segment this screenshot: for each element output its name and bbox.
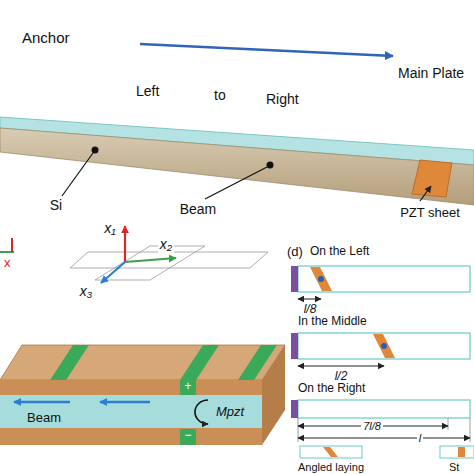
callout-dot — [267, 162, 274, 169]
coordinate-frame — [0, 226, 268, 283]
direction-arrow — [140, 44, 393, 56]
dimension-line — [298, 438, 470, 439]
anchor-block — [291, 266, 298, 292]
direction-word: Right — [264, 92, 301, 107]
core-layer — [0, 395, 262, 428]
anchor-block — [291, 400, 298, 418]
moment-arrow — [195, 400, 208, 424]
dimension-label: l — [417, 432, 423, 444]
axis-x2 — [125, 258, 176, 262]
part-name: Beam — [25, 411, 63, 425]
strain-arrow — [14, 401, 70, 404]
direction-word: Left — [134, 84, 161, 99]
electrode — [180, 429, 196, 445]
direction-word: to — [212, 88, 228, 103]
beam-section — [0, 345, 285, 445]
part-name: Si — [48, 198, 64, 213]
dimension-line — [298, 299, 321, 300]
upper-layer — [0, 380, 262, 395]
side-face — [262, 345, 285, 445]
position-title: On the Left — [308, 245, 371, 258]
axis-label: x₁ — [102, 221, 117, 236]
beam-outline — [298, 400, 470, 418]
pzt-angled — [310, 267, 332, 291]
extension-line — [448, 418, 449, 430]
leader-line — [62, 153, 93, 196]
polarity-sign: + — [182, 380, 193, 393]
leader-line — [205, 167, 267, 199]
placement-panel — [291, 266, 474, 458]
beam-3d — [0, 44, 474, 205]
panel-label: (d) — [285, 245, 305, 259]
pzt-center — [381, 343, 387, 349]
wireframe-beam — [70, 252, 268, 268]
laying-label: St — [447, 461, 461, 473]
part-name: Anchor — [20, 30, 72, 47]
polarity-sign: − — [182, 429, 193, 442]
axis-x3 — [101, 262, 125, 283]
electrode — [180, 380, 196, 395]
leader-arrow — [420, 186, 431, 201]
laying-label: Angled laying — [296, 461, 366, 473]
beam-outline — [298, 333, 470, 359]
lower-layer — [0, 428, 262, 445]
axis-stub — [11, 238, 13, 252]
electrode-stripe — [50, 345, 89, 380]
axis-label: x₂ — [158, 237, 174, 252]
pzt-center — [318, 276, 324, 282]
callout-dot — [92, 147, 99, 154]
part-name: Main Plate — [396, 66, 466, 81]
sample-beam — [300, 446, 362, 458]
top-face — [0, 345, 285, 380]
axis-label: x₃ — [78, 284, 95, 299]
strain-arrow — [100, 401, 150, 404]
beam-outline — [298, 266, 470, 292]
electrode-stripe — [180, 345, 219, 380]
pzt-sheet — [412, 160, 452, 197]
moment-label: Mpzt — [214, 405, 246, 419]
dimension-line — [298, 366, 384, 367]
position-title: In the Middle — [296, 315, 369, 328]
pzt-angled — [373, 334, 395, 358]
dimension-label: 7l/8 — [361, 420, 383, 432]
axis-label: x — [2, 256, 13, 270]
part-name: PZT sheet — [398, 206, 462, 220]
part-name: Beam — [178, 202, 219, 217]
axis-x1 — [124, 226, 126, 262]
anchor-block — [291, 333, 298, 359]
position-title: On the Right — [296, 382, 367, 395]
sample-beam — [440, 446, 474, 458]
beam-front-face — [0, 128, 474, 205]
pzt-straight — [458, 447, 465, 457]
pzt-angled — [323, 447, 338, 457]
